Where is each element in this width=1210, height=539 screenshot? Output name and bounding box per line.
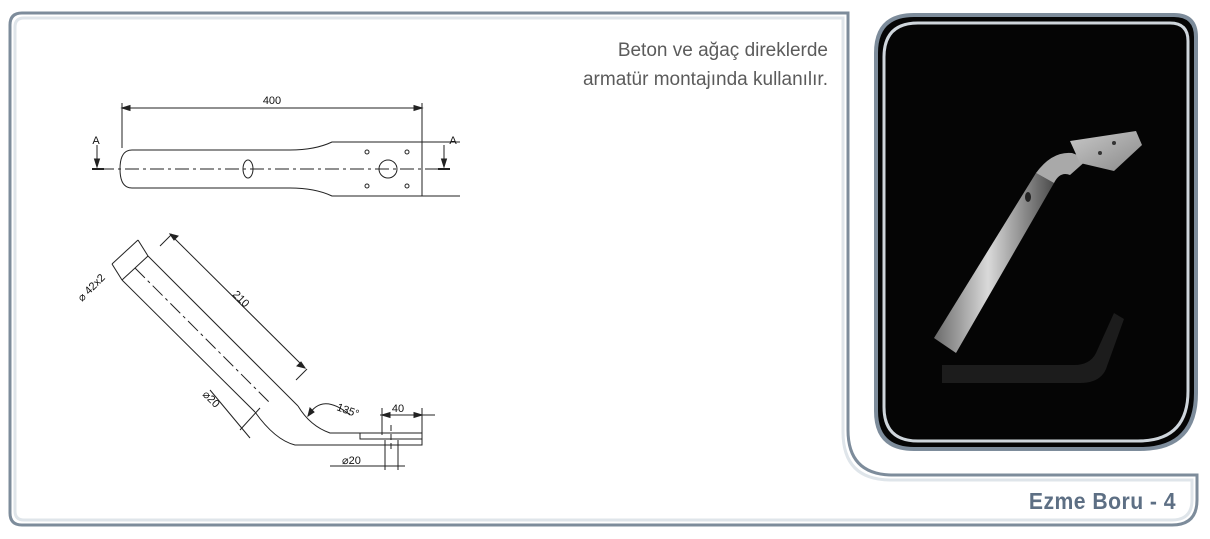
top-view — [92, 103, 485, 210]
tube-diameter-label: ⌀ 42x2 — [76, 272, 108, 304]
description-line-1: Beton ve ağaç direklerde — [617, 40, 828, 61]
inner-diameter-label: ⌀20 — [200, 389, 222, 411]
flat-length-label: 40 — [392, 403, 404, 415]
section-left-label: A — [92, 135, 100, 147]
side-view — [111, 233, 435, 470]
tube-length-label: 210 — [230, 289, 251, 310]
product-description: Beton ve ağaç direklerde armatür montajı… — [468, 36, 828, 94]
technical-drawing: 400 A A 60 — [60, 90, 485, 480]
hole-diameter-label: ⌀20 — [342, 455, 361, 467]
description-line-2: armatür montajında kullanılır. — [582, 69, 828, 90]
top-length-label: 400 — [263, 95, 281, 107]
product-photo — [874, 13, 1198, 451]
product-photo-panel — [874, 13, 1198, 451]
bend-angle-label: 135° — [335, 402, 360, 421]
product-title: Ezme Boru - 4 — [1028, 488, 1176, 514]
section-right-label: A — [449, 135, 457, 147]
